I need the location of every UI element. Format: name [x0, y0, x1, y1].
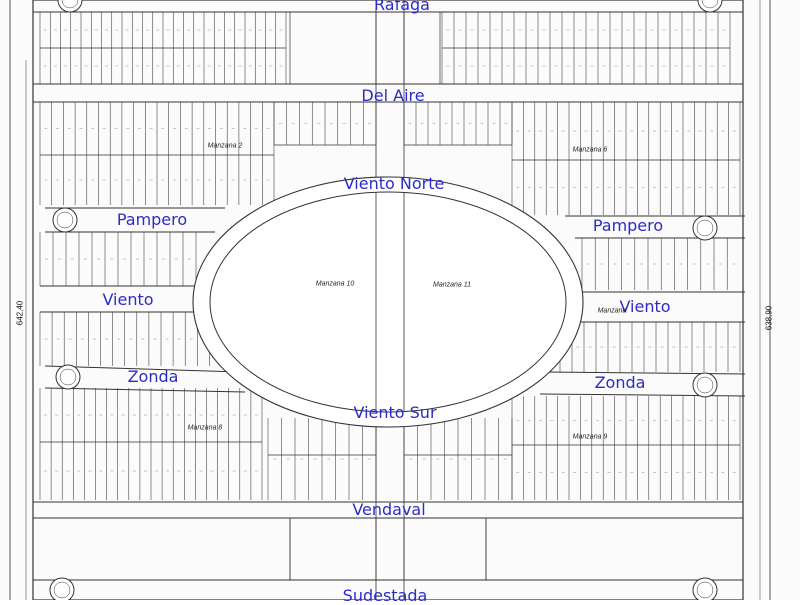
lot-large — [32, 517, 291, 581]
street-label-viento-norte: Viento Norte — [343, 174, 445, 193]
street-label-viento-right: Viento — [619, 297, 671, 316]
dimension-right-side: 638,90 — [764, 305, 774, 331]
street-label-rafaga: Rafaga — [374, 0, 430, 14]
outer-boundary — [32, 0, 744, 600]
block-label-manzana-right: Manzana — [597, 307, 627, 315]
street-edge — [44, 387, 246, 393]
dimension-left-side: 642,40 — [15, 300, 25, 326]
street-label-viento-left: Viento — [102, 290, 154, 309]
street-label-pampero-left: Pampero — [116, 210, 188, 229]
lot-large — [289, 11, 377, 85]
block-label-manzana-8: Manzana 8 — [187, 424, 223, 432]
cul-de-sac-circle — [692, 577, 718, 600]
cul-de-sac-inner — [701, 0, 719, 9]
lot-large — [289, 517, 377, 581]
block-label-manzana-9: Manzana 9 — [572, 433, 608, 441]
lot-large — [403, 517, 487, 581]
cul-de-sac-circle — [692, 372, 718, 398]
lot-large — [485, 517, 744, 581]
oval-inner-ring — [209, 191, 567, 413]
cul-de-sac-circle — [55, 364, 81, 390]
street-label-del-aire: Del Aire — [361, 86, 425, 105]
cul-de-sac-inner — [696, 376, 714, 394]
street-label-vendaval: Vendaval — [352, 500, 426, 519]
cul-de-sac-inner — [59, 368, 77, 386]
block-label-manzana-2: Manzana 2 — [207, 142, 243, 150]
street-edge — [539, 393, 746, 397]
cul-de-sac-inner — [53, 581, 71, 599]
block-label-manzana-10: Manzana 10 — [315, 280, 355, 288]
block-label-manzana-6: Manzana 6 — [572, 146, 608, 154]
street-edge — [44, 365, 241, 373]
street-edge — [544, 371, 746, 375]
cul-de-sac-inner — [696, 581, 714, 599]
lot-large — [403, 11, 441, 85]
cul-de-sac-circle — [57, 0, 83, 13]
block-label-manzana-11: Manzana 11 — [432, 281, 472, 289]
cul-de-sac-circle — [49, 577, 75, 600]
cul-de-sac-circle — [692, 215, 718, 241]
street-label-viento-sur: Viento Sur — [353, 403, 437, 422]
street-label-sudestada: Sudestada — [342, 586, 428, 605]
cul-de-sac-circle — [697, 0, 723, 13]
cul-de-sac-inner — [61, 0, 79, 9]
cul-de-sac-circle — [52, 207, 78, 233]
cul-de-sac-inner — [56, 211, 74, 229]
cul-de-sac-inner — [696, 219, 714, 237]
street-label-pampero-right: Pampero — [592, 216, 664, 235]
street-label-zonda-right: Zonda — [594, 373, 646, 392]
street-label-zonda-left: Zonda — [127, 367, 179, 386]
